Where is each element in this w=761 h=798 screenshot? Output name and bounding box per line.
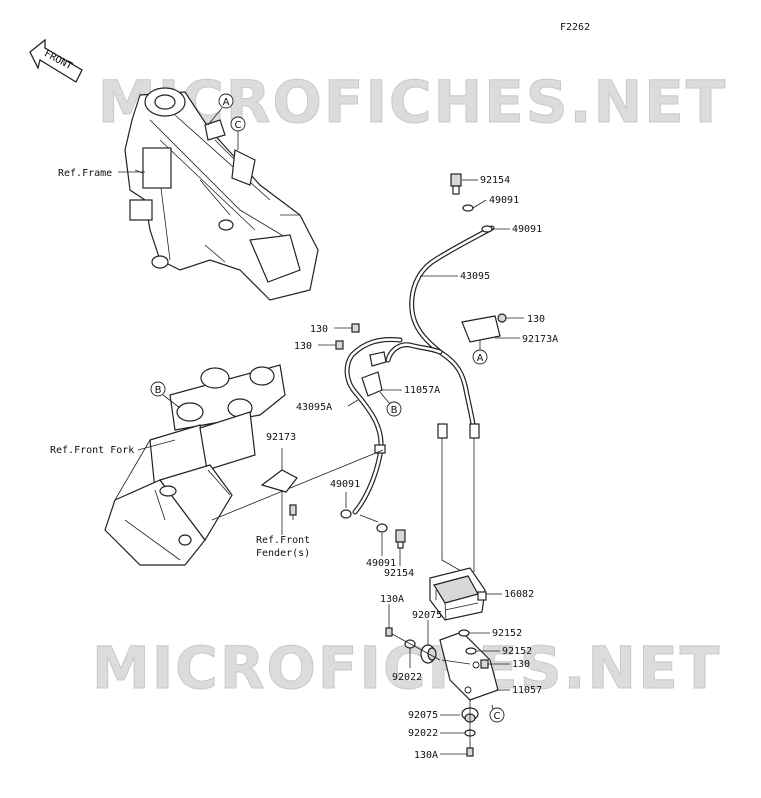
label-92075-top: 92075: [412, 610, 442, 621]
label-92154-top: 92154: [480, 175, 510, 186]
label-92173A: 92173A: [522, 334, 558, 345]
label-49091-low: 49091: [366, 558, 396, 569]
label-49091-top2: 49091: [512, 224, 542, 235]
label-43095A: 43095A: [296, 402, 332, 413]
svg-text:B: B: [155, 385, 162, 396]
label-11057A: 11057A: [404, 385, 440, 396]
bracket-92173A: [461, 313, 507, 350]
abs-unit-16082: [429, 567, 487, 621]
washer-92152-1: [458, 629, 470, 637]
banjo-bolt-92154-top: [450, 173, 462, 195]
label-92154-low: 92154: [384, 568, 414, 579]
label-92152-1: 92152: [492, 628, 522, 639]
frame-illustration: [124, 87, 319, 301]
label-130-right: 130: [527, 314, 545, 325]
washer-92152-2: [465, 647, 477, 655]
callout-a-hose: [472, 349, 488, 365]
bolt-130-low: [480, 659, 489, 669]
bolt-130-left2: [335, 340, 344, 350]
label-43095: 43095: [460, 271, 490, 282]
washer-49091-low: [376, 523, 388, 533]
label-16082: 16082: [504, 589, 534, 600]
label-92173: 92173: [266, 432, 296, 443]
callout-c-frame: [230, 116, 246, 132]
label-92075-low: 92075: [408, 710, 438, 721]
bolt-130-left1: [351, 323, 360, 333]
bracket-11057: [439, 631, 499, 701]
callout-b-hose: [386, 401, 402, 417]
svg-text:C: C: [235, 120, 242, 131]
label-11057: 11057: [512, 685, 542, 696]
label-92152-2: 92152: [502, 646, 532, 657]
callout-b-fork: [150, 381, 166, 397]
washer-49091-top2: [481, 225, 493, 233]
figure-id: F2262: [560, 22, 590, 33]
callout-a-frame: [218, 93, 234, 109]
ref-front-fender-line1: Ref.Front: [256, 535, 310, 546]
bolt-130A-low: [466, 747, 474, 757]
bolt-130A-top: [385, 627, 393, 637]
callout-c-bracket: [489, 707, 505, 723]
svg-text:B: B: [391, 405, 398, 416]
svg-text:C: C: [494, 711, 501, 722]
label-92022-low: 92022: [408, 728, 438, 739]
brake-hose-43095A: [211, 337, 403, 523]
bracket-92173: [260, 448, 298, 535]
washer-49091-top1: [462, 204, 474, 212]
front-arrow-icon: FRONT: [29, 38, 83, 83]
svg-text:A: A: [477, 353, 484, 364]
washer-49091-mid: [340, 509, 352, 519]
ref-front-fender-line2: Fender(s): [256, 548, 310, 559]
front-fork-illustration: [104, 364, 286, 566]
label-130-left1: 130: [310, 324, 328, 335]
clamp-11057A: [361, 351, 387, 397]
brake-hose-43095: [385, 225, 495, 576]
fork-ref-leader: [137, 439, 176, 451]
label-49091-top1: 49091: [489, 195, 519, 206]
label-49091-mid: 49091: [330, 479, 360, 490]
banjo-bolt-92154-low: [395, 529, 406, 549]
label-130-low: 130: [512, 659, 530, 670]
label-130A-low: 130A: [414, 750, 438, 761]
svg-text:A: A: [223, 97, 230, 108]
ref-front-fork-label: Ref.Front Fork: [50, 445, 134, 456]
label-130-left2: 130: [294, 341, 312, 352]
ref-frame-label: Ref.Frame: [58, 168, 112, 179]
label-92022-top: 92022: [392, 672, 422, 683]
label-130A-top: 130A: [380, 594, 404, 605]
